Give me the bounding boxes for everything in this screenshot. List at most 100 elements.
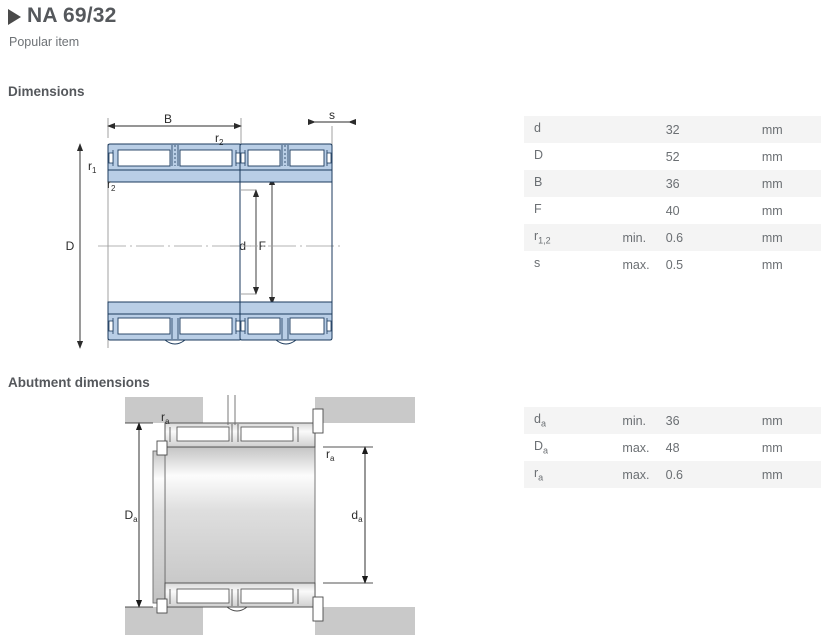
table-row: Da max. 48 mm: [524, 434, 821, 461]
row-qualifier: [622, 116, 665, 143]
label-s: s: [329, 108, 335, 122]
table-row: d 32 mm: [524, 116, 821, 143]
table-row: ra max. 0.6 mm: [524, 461, 821, 488]
label-D: D: [66, 239, 75, 253]
row-unit: mm: [761, 149, 783, 164]
row-value: 32: [665, 122, 680, 137]
roller-top-left: [176, 426, 230, 442]
row-qualifier: min.: [622, 413, 647, 428]
roller-top-right: [240, 426, 294, 442]
inner-ring-top-side: [239, 169, 333, 183]
row-symbol: da: [534, 412, 546, 429]
label-r2-top: r2: [215, 131, 224, 147]
row-symbol: r1,2: [534, 229, 551, 246]
cage-details-top: [108, 150, 241, 166]
row-unit: mm: [761, 440, 783, 455]
label-r1-left: r1: [88, 159, 97, 175]
triangle-right-icon[interactable]: [8, 9, 21, 25]
row-value: 0.6: [665, 230, 684, 245]
page-header: NA 69/32 Popular item: [8, 4, 117, 49]
center-rib-bottom-side: [281, 318, 289, 339]
housing-block-top-right: [315, 397, 415, 423]
row-value: 36: [665, 413, 680, 428]
bearing-rib-bottom: [169, 589, 299, 606]
row-unit: mm: [761, 467, 783, 482]
lubrication-notch-side: [275, 339, 297, 345]
label-B: B: [164, 112, 172, 126]
row-qualifier: [622, 143, 665, 170]
abutment-heading: Abutment dimensions: [8, 375, 150, 390]
label-da: da: [351, 508, 363, 524]
row-value: 36: [665, 176, 680, 191]
row-qualifier: max.: [622, 257, 650, 272]
cage-details-top-side: [240, 150, 332, 166]
roller-row-right-bottom: [179, 317, 233, 335]
row-qualifier: max.: [622, 467, 650, 482]
page-title: NA 69/32: [27, 4, 117, 27]
row-symbol: B: [534, 175, 543, 190]
inner-ring-top: [107, 169, 242, 183]
label-ra-top-left: ra: [161, 410, 170, 426]
shoulder-tab-left-bottom: [156, 598, 168, 614]
center-rib-bottom: [171, 318, 179, 339]
roller-row-right-top-side: [289, 149, 325, 167]
dimensions-table: d 32 mm D 52 mm B 36 mm F 40 mm r1,2 min…: [524, 116, 821, 278]
label-r2-left: r2: [107, 177, 116, 193]
row-symbol: s: [534, 256, 541, 271]
roller-row-left-bottom: [117, 317, 171, 335]
row-symbol: d: [534, 121, 541, 136]
center-rib-top-side: [281, 145, 289, 166]
row-unit: mm: [761, 176, 783, 191]
row-symbol: ra: [534, 466, 544, 483]
side-cross-section: s: [230, 108, 357, 345]
lubrication-notch-abutment: [226, 606, 248, 612]
roller-row-right-bottom-side: [289, 317, 325, 335]
roller-bottom-right: [240, 588, 294, 604]
cage-details-bottom-side: [240, 318, 332, 334]
front-cross-section: B D d F: [66, 112, 276, 349]
roller-row-left-bottom-side: [247, 317, 281, 335]
inner-ring-bottom: [107, 301, 242, 315]
row-qualifier: [622, 170, 665, 197]
row-symbol: Da: [534, 439, 549, 456]
inner-ring-bottom-side: [239, 301, 333, 315]
housing-block-bottom-right: [315, 607, 415, 635]
shoulder-tab-bottom: [312, 596, 324, 622]
shaft-body: [164, 446, 316, 608]
table-row: D 52 mm: [524, 143, 821, 170]
row-value: 52: [665, 149, 680, 164]
shoulder-tab-top: [312, 408, 324, 434]
roller-row-left-top-side: [247, 149, 281, 167]
abutment-table: da min. 36 mm Da max. 48 mm ra max. 0.6 …: [524, 407, 821, 488]
row-symbol: F: [534, 202, 542, 217]
label-ra-right: ra: [326, 447, 335, 463]
bearing-dimension-drawing: B D d F: [60, 108, 460, 358]
row-qualifier: min.: [622, 230, 647, 245]
row-value: 48: [665, 440, 680, 455]
row-unit: mm: [761, 230, 783, 245]
row-unit: mm: [761, 257, 783, 272]
table-row: F 40 mm: [524, 197, 821, 224]
row-unit: mm: [761, 203, 783, 218]
table-row: da min. 36 mm: [524, 407, 821, 434]
label-Da: Da: [125, 508, 138, 524]
side-outline: [239, 182, 333, 302]
title-row: NA 69/32: [8, 4, 117, 28]
shaft-left-step: [152, 450, 166, 604]
center-rib-top: [171, 145, 179, 166]
table-row: s max. 0.5 mm: [524, 251, 821, 278]
lubrication-notch: [164, 339, 186, 345]
row-unit: mm: [761, 413, 783, 428]
housing-block-top-left: [125, 397, 203, 423]
page-subtitle: Popular item: [9, 35, 80, 49]
row-qualifier: max.: [622, 440, 650, 455]
row-value: 0.5: [665, 257, 684, 272]
row-value: 0.6: [665, 467, 684, 482]
row-qualifier: [622, 197, 665, 224]
abutment-drawing: Da da ra ra: [125, 395, 415, 635]
row-unit: mm: [761, 122, 783, 137]
row-value: 40: [665, 203, 680, 218]
roller-row-left-top: [117, 149, 171, 167]
table-row: r1,2 min. 0.6 mm: [524, 224, 821, 251]
table-row: B 36 mm: [524, 170, 821, 197]
